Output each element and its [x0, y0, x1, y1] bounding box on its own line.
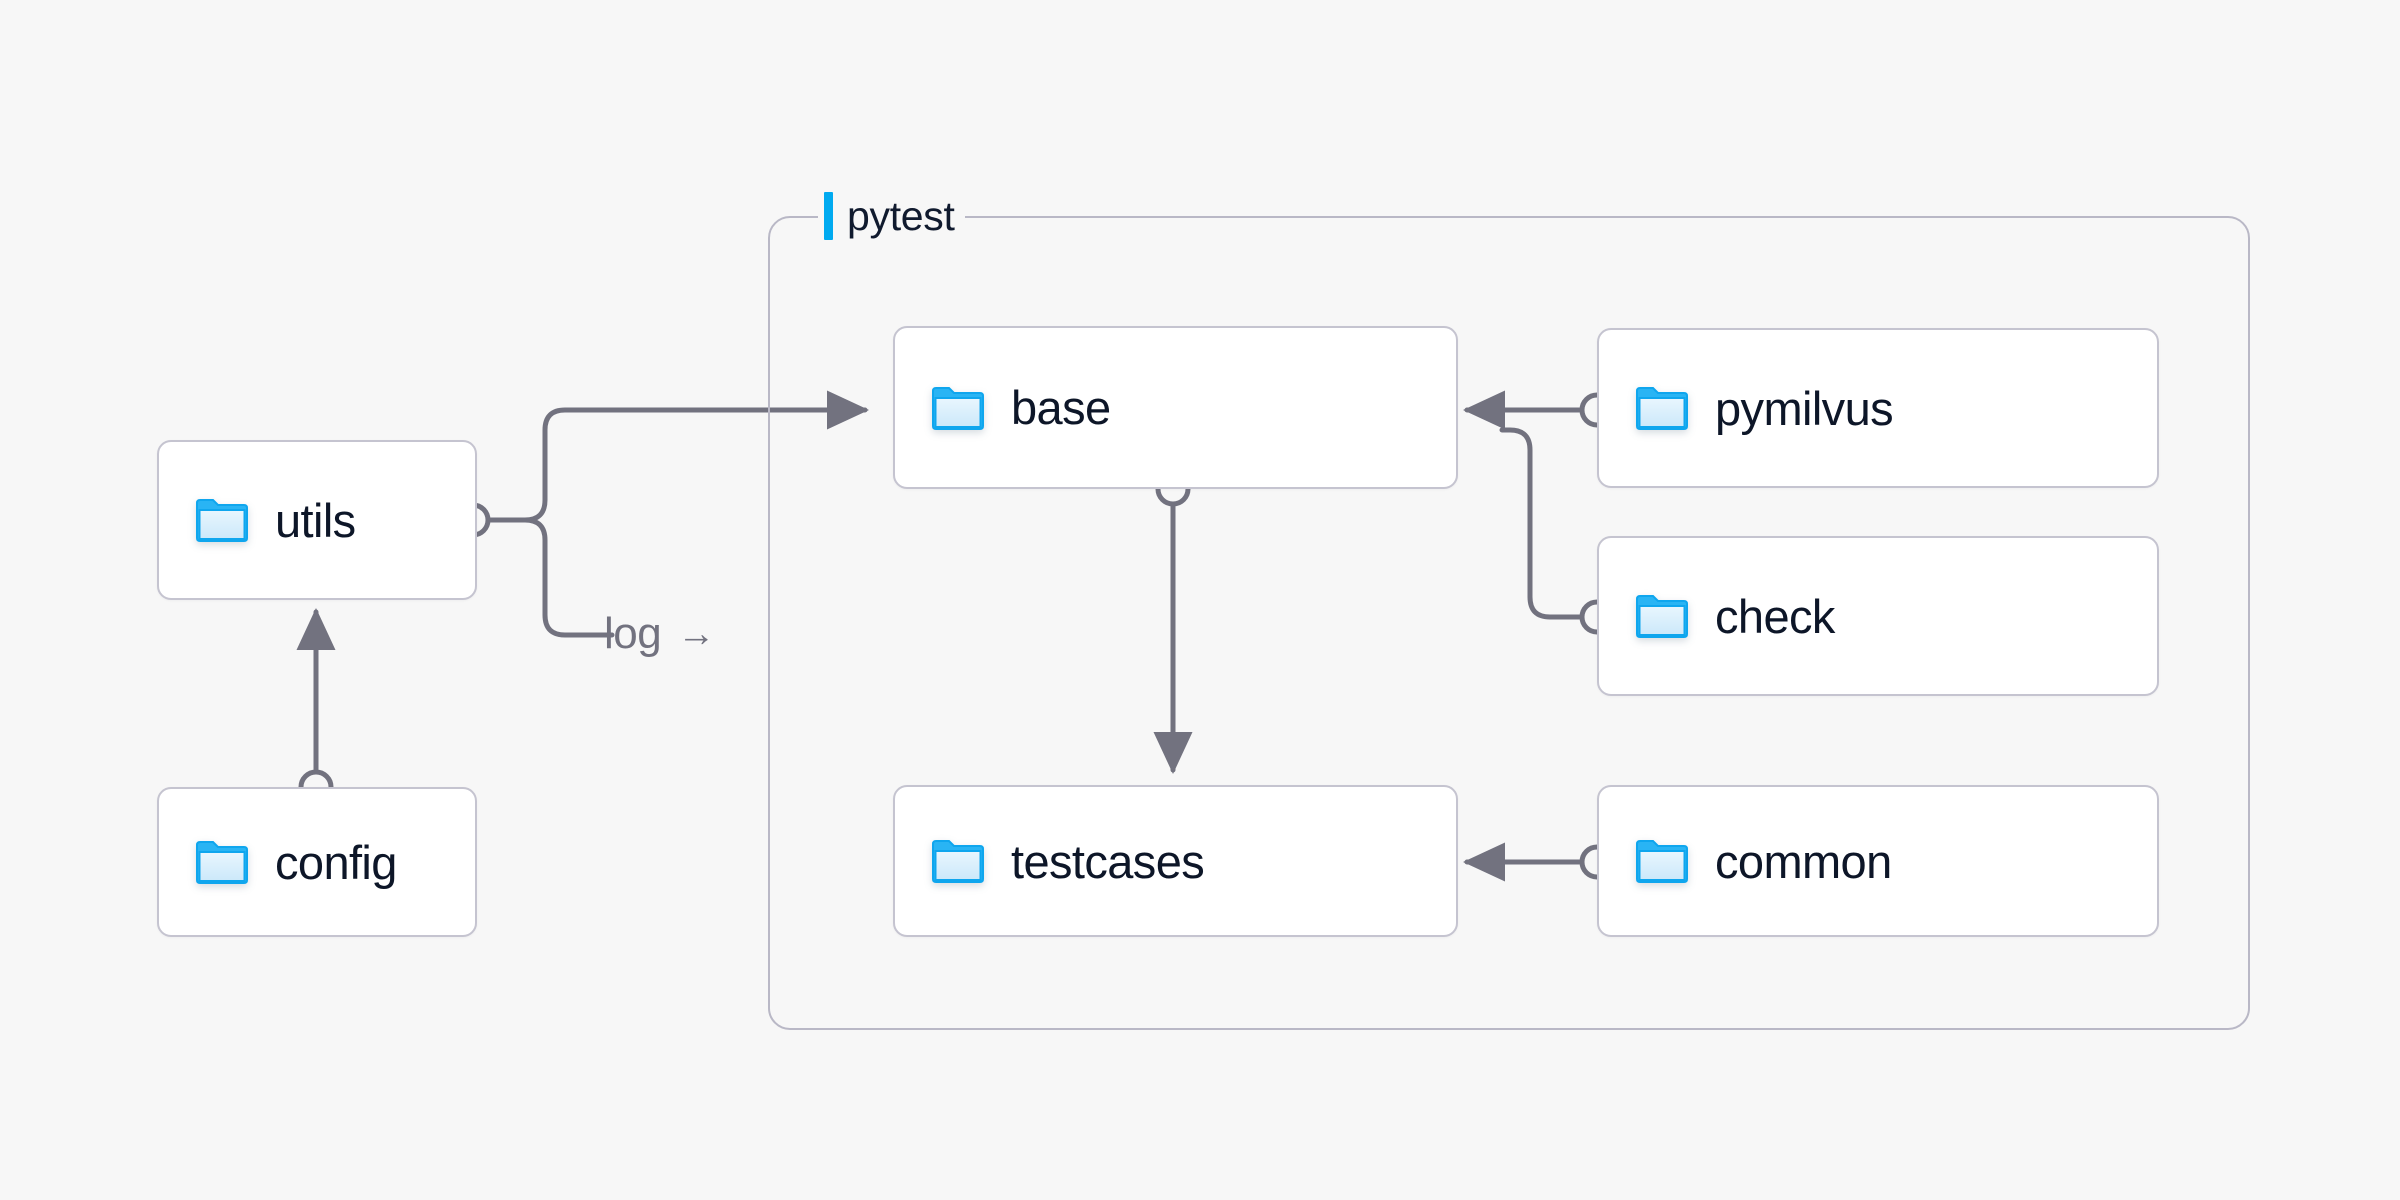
node-utils[interactable]: utils — [157, 440, 477, 600]
node-common-label: common — [1715, 834, 1892, 888]
group-container-pytest[interactable] — [768, 216, 2250, 1030]
node-pymilvus-label: pymilvus — [1715, 381, 1894, 435]
folder-icon — [932, 386, 984, 430]
folder-icon — [1636, 840, 1688, 883]
folder-icon — [196, 499, 248, 542]
node-config-content: config — [159, 839, 397, 886]
node-check-label: check — [1715, 589, 1835, 643]
node-common-content: common — [1599, 838, 1892, 885]
node-testcases-content: testcases — [895, 834, 1205, 888]
node-base-label: base — [1011, 381, 1111, 434]
folder-icon — [1636, 387, 1688, 430]
node-check[interactable]: check — [1597, 536, 2159, 696]
node-testcases[interactable]: testcases — [893, 785, 1458, 937]
node-pymilvus[interactable]: pymilvus — [1597, 328, 2159, 488]
node-utils-label: utils — [275, 493, 356, 547]
edge-label-log: log → — [604, 612, 715, 656]
node-config-label: config — [275, 835, 397, 889]
group-title-text: pytest — [847, 192, 955, 239]
node-base-content: base — [895, 384, 1111, 431]
edge-label-log-text: log — [604, 609, 662, 658]
node-check-content: check — [1599, 593, 1835, 640]
arrow-right-icon: → — [677, 613, 715, 655]
node-base[interactable]: base — [893, 326, 1458, 489]
node-testcases-label: testcases — [1011, 834, 1205, 888]
node-pymilvus-content: pymilvus — [1599, 381, 1894, 435]
folder-icon — [196, 841, 248, 884]
folder-icon — [1636, 595, 1688, 638]
group-accent-bar — [824, 192, 833, 240]
group-label-pytest: pytest — [818, 190, 965, 242]
node-utils-content: utils — [159, 497, 356, 544]
node-common[interactable]: common — [1597, 785, 2159, 937]
node-config[interactable]: config — [157, 787, 477, 937]
edge-utils-to-log — [484, 517, 615, 638]
folder-icon — [932, 840, 984, 883]
